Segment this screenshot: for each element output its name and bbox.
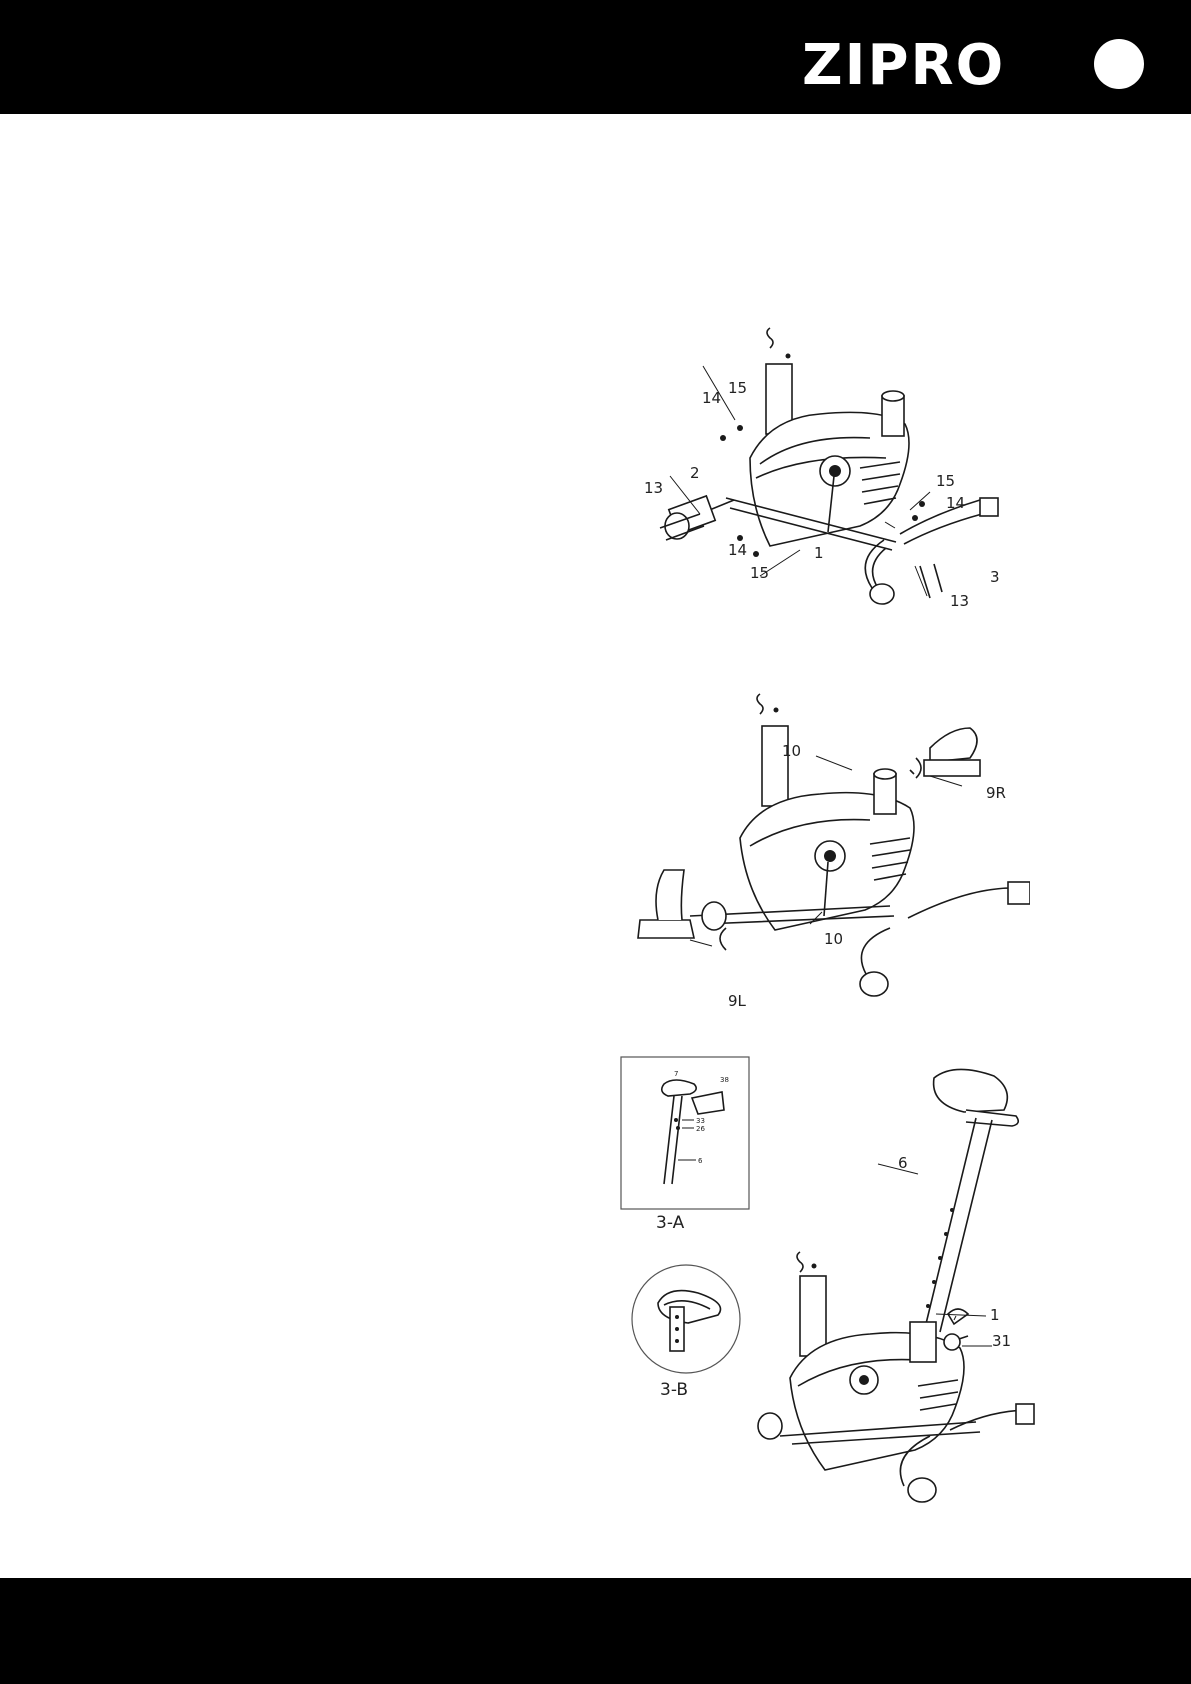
callout-15-top: 15 — [728, 379, 747, 397]
callout-14-left: 14 — [728, 541, 747, 559]
callout-2: 2 — [690, 464, 700, 482]
step2-pedal-diagram: 10 9R 10 9L — [630, 688, 1030, 1018]
callout-10-bottom: 10 — [824, 930, 843, 948]
step1-assembly-diagram: 15 14 13 2 14 15 1 15 14 3 13 — [630, 318, 1020, 618]
detail-a-callout-7: 7 — [674, 1070, 678, 1078]
callout-3: 3 — [990, 568, 1000, 586]
callout-1: 1 — [814, 544, 824, 562]
callout-10-top: 10 — [782, 742, 801, 760]
detail-a-callout-26: 26 — [696, 1125, 705, 1133]
detail-a-callout-33: 33 — [696, 1117, 705, 1125]
brand-name: ZIPRO — [802, 38, 1005, 90]
callout-15-right: 15 — [936, 472, 955, 490]
callout-15-left: 15 — [750, 564, 769, 582]
page-number-circle — [1094, 39, 1144, 89]
footer-bar — [0, 1578, 1191, 1684]
callout-13-right: 13 — [950, 592, 969, 610]
detail-a-caption: 3-A — [656, 1213, 685, 1230]
callout-9l: 9L — [728, 992, 747, 1010]
callout-1-seat: 1 — [990, 1306, 1000, 1324]
callout-13-left: 13 — [644, 479, 663, 497]
callout-14-right: 14 — [946, 494, 965, 512]
callout-9r: 9R — [986, 784, 1006, 802]
detail-a-callout-38: 38 — [720, 1076, 729, 1084]
callout-6: 6 — [898, 1154, 908, 1172]
step3-seat-diagram: 6 1 31 — [730, 1060, 1050, 1508]
header-bar: ZIPRO — [0, 0, 1191, 114]
zipro-logo: ZIPRO — [802, 38, 1034, 90]
callout-31: 31 — [992, 1332, 1011, 1350]
callout-14-top: 14 — [702, 389, 721, 407]
detail-a-callout-6: 6 — [698, 1157, 703, 1165]
detail-b-caption: 3-B — [660, 1380, 688, 1399]
